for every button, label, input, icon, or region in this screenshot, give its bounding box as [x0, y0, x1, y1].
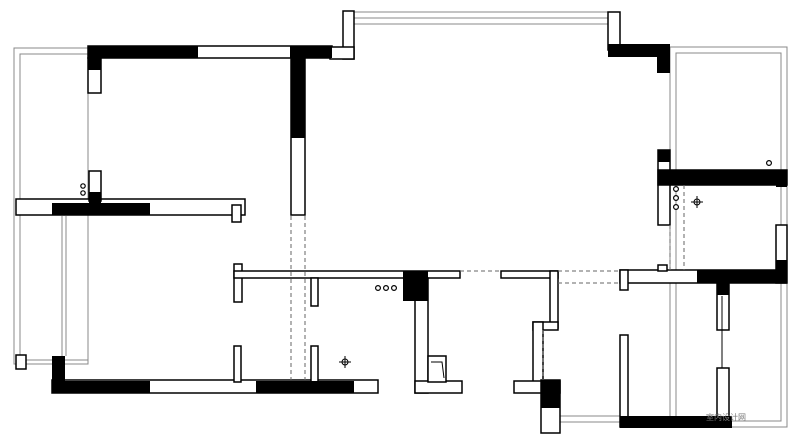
outlined-walls: [15, 10, 788, 434]
dashed-lines: [290, 185, 685, 380]
fixture-detail: [431, 296, 723, 379]
crosshair-fixture-icon: [339, 196, 703, 368]
triple-circle-outlet-icon: [80, 160, 772, 292]
window-frames: [13, 11, 788, 428]
watermark-label: 室内设计网: [706, 413, 746, 422]
solid-walls: [52, 44, 787, 428]
